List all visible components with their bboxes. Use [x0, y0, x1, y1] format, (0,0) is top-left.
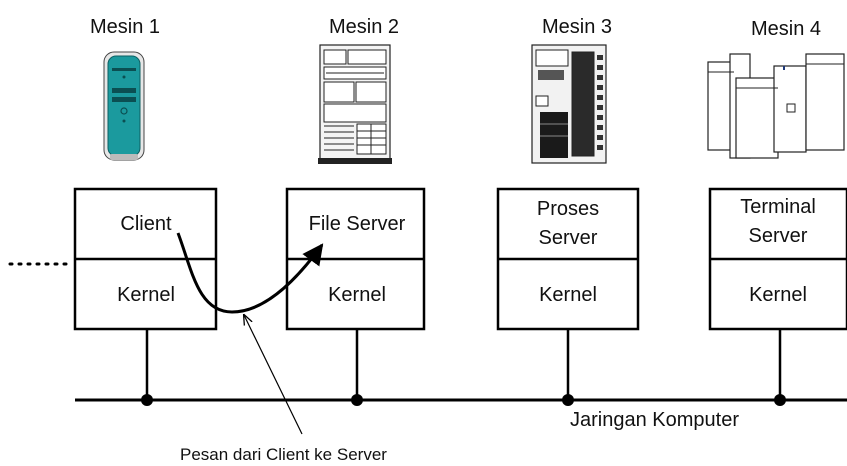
machine-3-process-label-line2: Server	[539, 227, 598, 249]
machine-4-title: Mesin 4	[751, 18, 821, 40]
machine-1-title: Mesin 1	[90, 16, 160, 38]
machine-3-network-node	[562, 394, 574, 406]
machine-1-stack	[73, 187, 218, 406]
machine-1-network-node	[141, 394, 153, 406]
machine-2-title: Mesin 2	[329, 16, 399, 38]
machine-1-kernel-label: Kernel	[117, 284, 175, 306]
file-server-rack-icon	[318, 44, 392, 164]
client-to-server-message-arrow	[176, 232, 324, 314]
machine-4-process-label-line2: Server	[749, 225, 808, 247]
message-callout-pointer	[244, 315, 303, 435]
machine-3-title: Mesin 3	[542, 16, 612, 38]
machine-4-network-node	[774, 394, 786, 406]
desktop-tower-icon	[103, 51, 145, 161]
machine-3-stack	[496, 187, 640, 406]
machine-1-process-label: Client	[120, 213, 172, 235]
machine-4-stack	[708, 187, 847, 406]
server-cabinet-icon	[531, 44, 607, 164]
machine-3-kernel-label: Kernel	[539, 284, 597, 306]
machine-2-process-label: File Server	[309, 213, 406, 235]
machine-2-network-node	[351, 394, 363, 406]
mainframe-cluster-icon	[707, 53, 845, 159]
message-label: Pesan dari Client ke Server	[180, 445, 387, 464]
network-label: Jaringan Komputer	[570, 409, 739, 431]
machine-4-process-label-line1: Terminal	[740, 196, 816, 218]
machine-2-kernel-label: Kernel	[328, 284, 386, 306]
machine-4-kernel-label: Kernel	[749, 284, 807, 306]
machine-3-process-label-line1: Proses	[537, 198, 599, 220]
